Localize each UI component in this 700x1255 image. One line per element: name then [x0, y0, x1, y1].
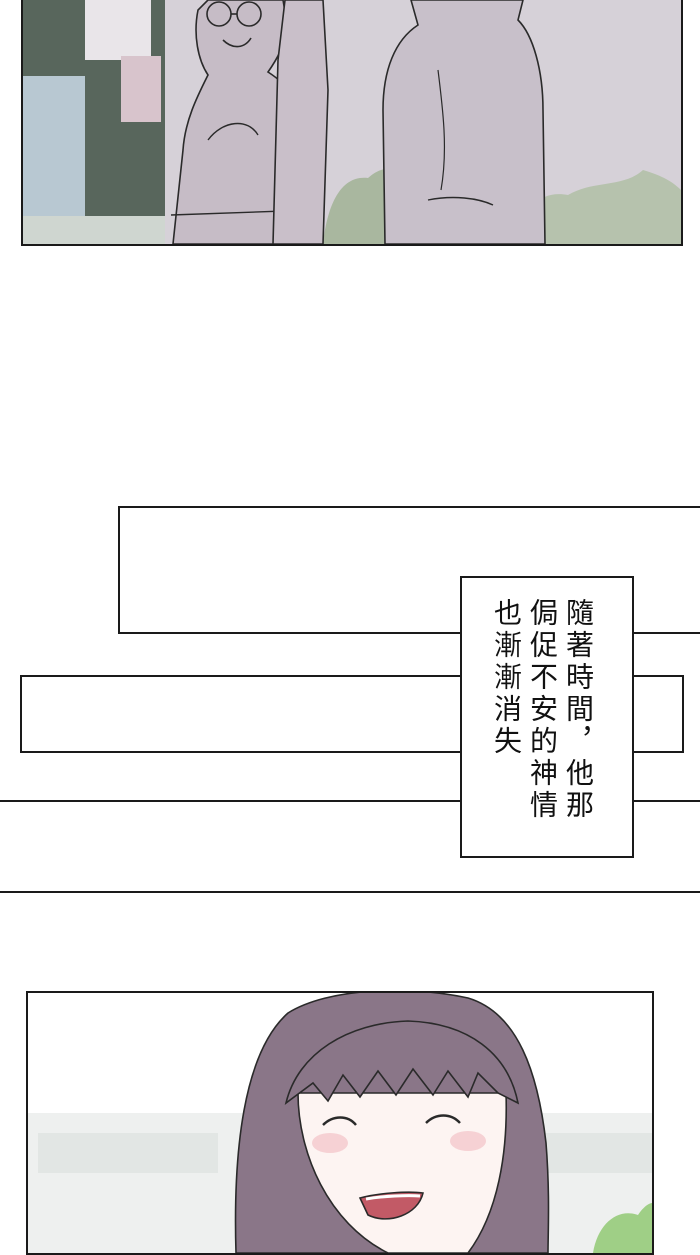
narration-caption-box: 隨著時間，他那 侷促不安的神情 也漸漸消失	[460, 576, 634, 858]
comic-panel-top	[21, 0, 683, 246]
caption-column: 侷促不安的神情	[526, 598, 559, 822]
panel-top-illustration	[23, 0, 681, 244]
panel-bottom-illustration	[28, 993, 652, 1253]
caption-column: 隨著時間，他那	[562, 598, 595, 822]
notice-paper	[85, 0, 151, 60]
comic-panel-bottom	[26, 991, 654, 1255]
frame-line	[0, 891, 700, 893]
notice-paper	[121, 56, 161, 122]
narration-caption-text: 隨著時間，他那 侷促不安的神情 也漸漸消失	[488, 598, 596, 848]
caption-column: 也漸漸消失	[490, 598, 523, 758]
frame-line	[0, 800, 700, 802]
notice-paper	[23, 76, 85, 216]
